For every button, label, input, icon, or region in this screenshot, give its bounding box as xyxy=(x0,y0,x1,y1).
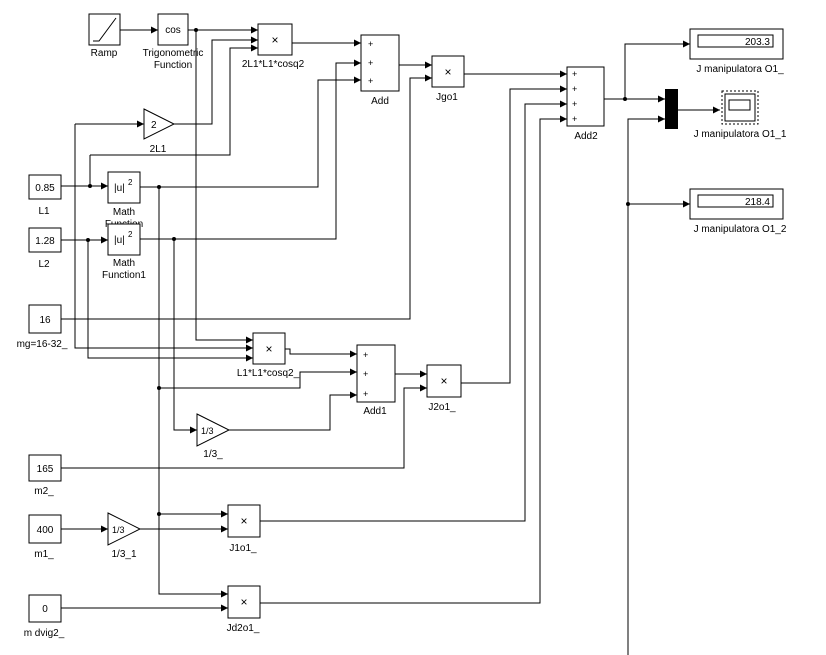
constant-mg-label: mg=16-32_ xyxy=(17,339,68,350)
scope-block[interactable]: J manipulatora O1_1 xyxy=(694,90,787,140)
constant-mdvig2-label: m dvig2_ xyxy=(24,628,65,639)
gain-one-third-icon: 1/3 xyxy=(201,426,214,436)
abs-square-icon: |u| xyxy=(114,235,125,246)
gain-2l1-block[interactable]: 2 2L1 xyxy=(143,108,176,155)
constant-l1-value: 0.85 xyxy=(35,183,55,194)
constant-l2-label: L2 xyxy=(38,259,50,270)
gain-one-third-label: 1/3_ xyxy=(203,449,223,460)
multiply-icon: × xyxy=(265,342,272,356)
exponent-icon: 2 xyxy=(128,178,133,187)
gain-2l1-label: 2L1 xyxy=(150,144,167,155)
add2-port-4: + xyxy=(572,114,577,124)
add1-port-2: + xyxy=(363,369,368,379)
constant-l1-label: L1 xyxy=(38,206,50,217)
constant-m1-value: 400 xyxy=(37,525,54,536)
jgo1-label: Jgo1 xyxy=(436,92,458,103)
jgo1-block[interactable]: × Jgo1 xyxy=(431,55,465,103)
math-function1-label-1: Math xyxy=(113,258,135,269)
math-function-label-1: Math xyxy=(113,207,135,218)
scope-label: J manipulatora O1_1 xyxy=(694,129,787,140)
constant-mg-value: 16 xyxy=(39,315,51,326)
constant-l1-block[interactable]: 0.85 L1 xyxy=(28,174,62,217)
product-l1l1-label: L1*L1*cosq2_ xyxy=(237,368,300,379)
product-l1l1-block[interactable]: × L1*L1*cosq2_ xyxy=(237,332,300,379)
gain-2l1-icon: 2 xyxy=(151,120,157,131)
add-label: Add xyxy=(371,96,389,107)
trig-icon: cos xyxy=(165,25,181,36)
constant-mdvig2-block[interactable]: 0 m dvig2_ xyxy=(24,594,65,639)
j2o1-block[interactable]: × J2o1_ xyxy=(426,364,462,413)
add-block[interactable]: + + + Add xyxy=(360,34,400,107)
gain-one-third-1-label: 1/3_1 xyxy=(111,549,136,560)
abs-square-icon: |u| xyxy=(114,183,125,194)
add-port-1: + xyxy=(368,39,373,49)
add-port-2: + xyxy=(368,58,373,68)
add2-label: Add2 xyxy=(574,131,598,142)
trig-function-block[interactable]: cos Trigonometric Function xyxy=(143,13,204,71)
ramp-block[interactable]: Ramp xyxy=(88,13,121,59)
display-2-label: J manipulatora O1_2 xyxy=(694,224,787,235)
constant-mdvig2-value: 0 xyxy=(42,604,48,615)
constant-m2-block[interactable]: 165 m2_ xyxy=(28,454,62,497)
multiply-icon: × xyxy=(240,514,247,528)
add2-port-2: + xyxy=(572,84,577,94)
add1-port-1: + xyxy=(363,350,368,360)
add1-label: Add1 xyxy=(363,406,387,417)
constant-mg-block[interactable]: 16 mg=16-32_ xyxy=(17,304,68,350)
constant-m2-label: m2_ xyxy=(34,486,54,497)
constant-l2-value: 1.28 xyxy=(35,236,55,247)
display-1-label: J manipulatora O1_ xyxy=(696,64,784,75)
multiply-icon: × xyxy=(440,374,447,388)
math-function-block[interactable]: |u| 2 Math Function xyxy=(105,171,143,230)
multiply-icon: × xyxy=(444,65,451,79)
add2-port-3: + xyxy=(572,99,577,109)
signal-lines xyxy=(61,26,720,655)
mux-block[interactable] xyxy=(665,89,678,129)
jd2o1-block[interactable]: × Jd2o1_ xyxy=(227,585,261,634)
junction-dots xyxy=(86,28,630,516)
ramp-label: Ramp xyxy=(91,48,118,59)
display-block-2[interactable]: 218.4 J manipulatora O1_2 xyxy=(689,188,787,235)
exponent-icon: 2 xyxy=(128,230,133,239)
constant-m1-block[interactable]: 400 m1_ xyxy=(28,514,62,560)
add2-port-1: + xyxy=(572,69,577,79)
add-port-3: + xyxy=(368,76,373,86)
constant-m1-label: m1_ xyxy=(34,549,54,560)
j1o1-block[interactable]: × J1o1_ xyxy=(227,504,261,554)
gain-one-third-block[interactable]: 1/3 1/3_ xyxy=(196,413,231,460)
add2-block[interactable]: + + + + Add2 xyxy=(566,66,605,142)
multiply-icon: × xyxy=(240,595,247,609)
display-1-value: 203.3 xyxy=(745,37,770,48)
gain-one-third-1-block[interactable]: 1/3 1/3_1 xyxy=(107,512,142,560)
trig-label-1: Trigonometric xyxy=(143,48,204,59)
display-block-1[interactable]: 203.3 J manipulatora O1_ xyxy=(689,28,784,75)
trig-label-2: Function xyxy=(154,60,192,71)
jd2o1-label: Jd2o1_ xyxy=(227,623,260,634)
multiply-icon: × xyxy=(271,33,278,47)
gain-one-third-1-icon: 1/3 xyxy=(112,525,125,535)
product-2l1-label: 2L1*L1*cosq2 xyxy=(242,59,305,70)
math-function1-block[interactable]: |u| 2 Math Function1 xyxy=(102,223,146,281)
j1o1-label: J1o1_ xyxy=(229,543,257,554)
j2o1-label: J2o1_ xyxy=(428,402,456,413)
constant-m2-value: 165 xyxy=(37,464,54,475)
display-2-value: 218.4 xyxy=(745,197,770,208)
constant-l2-block[interactable]: 1.28 L2 xyxy=(28,227,62,270)
add1-port-3: + xyxy=(363,389,368,399)
product-2l1-block[interactable]: × 2L1*L1*cosq2 xyxy=(242,23,305,70)
add1-block[interactable]: + + + Add1 xyxy=(356,344,396,417)
math-function1-label-2: Function1 xyxy=(102,270,146,281)
